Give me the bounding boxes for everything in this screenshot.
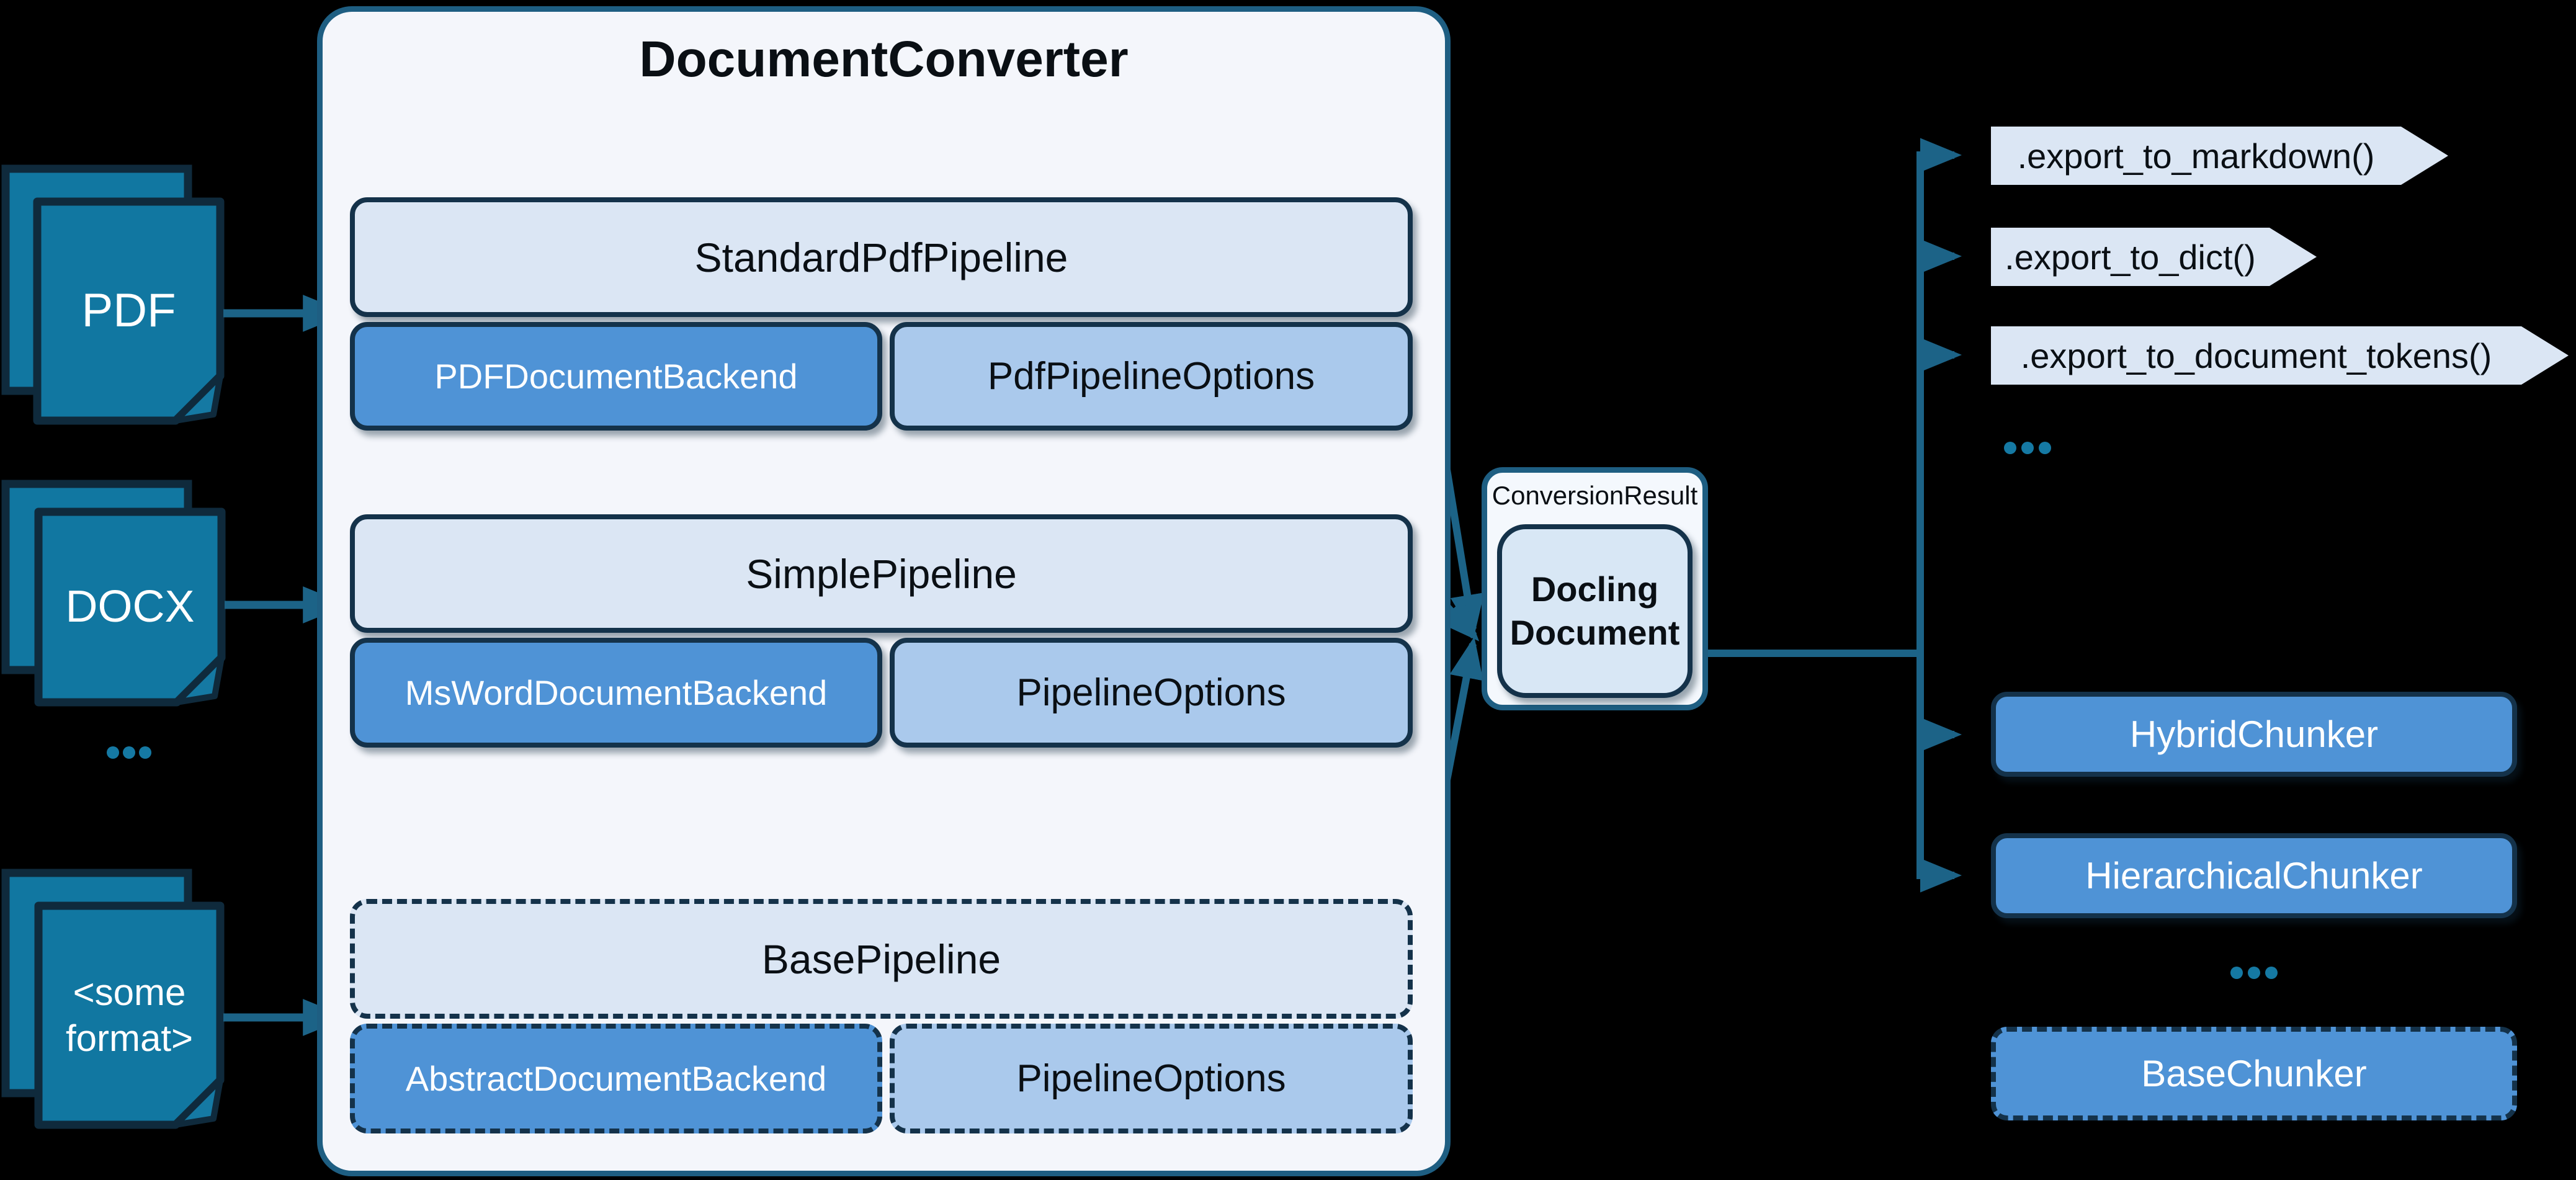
pipeline-box-simple: SimplePipeline — [350, 514, 1413, 633]
export-tag-markdown: .export_to_markdown() — [1991, 127, 2448, 185]
input-label-docx: DOCX — [65, 581, 195, 632]
options-box-simple: PipelineOptions — [890, 638, 1413, 748]
chunker-box-hierarchical: HierarchicalChunker — [1991, 833, 2517, 918]
backend-box-msword: MsWordDocumentBackend — [350, 638, 882, 748]
pipeline-box-standard-pdf: StandardPdfPipeline — [350, 197, 1413, 317]
some-format-stack-icon — [1, 869, 225, 1129]
chunkers-ellipsis-dots — [2230, 967, 2278, 979]
exports-ellipsis-dots — [2004, 442, 2051, 454]
export-tag-dict: .export_to_dict() — [1991, 228, 2317, 286]
pdf-stack-icon — [1, 164, 225, 425]
document-converter-title: DocumentConverter — [639, 31, 1129, 87]
export-tag-document-tokens: .export_to_document_tokens() — [1991, 326, 2569, 385]
chunker-box-hybrid: HybridChunker — [1991, 692, 2517, 777]
conversion-result-label: ConversionResult — [1491, 481, 1698, 510]
backend-box-abstract: AbstractDocumentBackend — [350, 1024, 882, 1133]
input-label-pdf: PDF — [81, 284, 176, 337]
options-box-pdf: PdfPipelineOptions — [890, 322, 1413, 431]
docx-stack-icon — [1, 480, 226, 707]
options-box-base: PipelineOptions — [890, 1024, 1413, 1133]
backend-box-pdf: PDFDocumentBackend — [350, 322, 882, 431]
pipeline-box-base: BasePipeline — [350, 899, 1413, 1019]
inputs-ellipsis-dots — [107, 746, 151, 759]
chunker-box-base: BaseChunker — [1991, 1027, 2517, 1120]
